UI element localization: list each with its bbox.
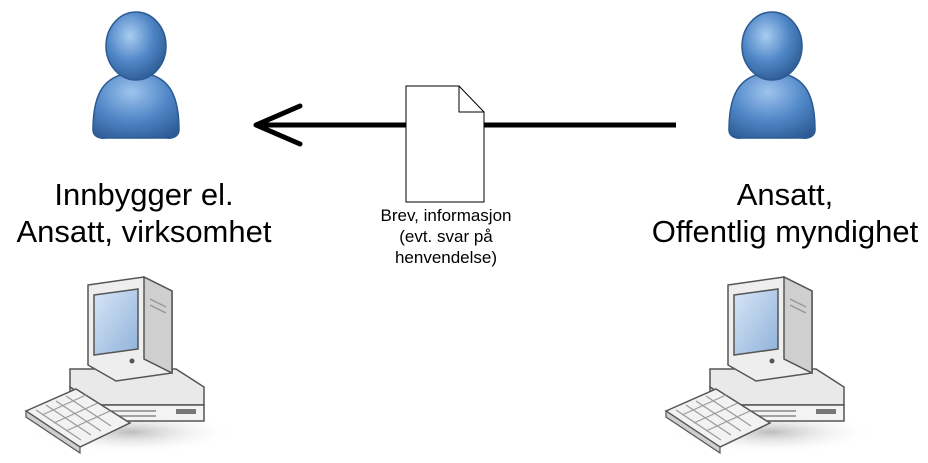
message-line2: (evt. svar på xyxy=(399,227,493,246)
right-actor-line1: Ansatt, xyxy=(736,177,834,212)
message-line1: Brev, informasjon xyxy=(380,206,512,225)
left-actor-line2: Ansatt, virksomhet xyxy=(16,214,272,249)
right-actor-label: Ansatt, Offentlig myndighet xyxy=(642,176,928,250)
computer-icon-right xyxy=(665,276,877,455)
left-actor-line1: Innbygger el. xyxy=(54,177,234,212)
computer-icon-left xyxy=(25,276,237,455)
person-icon-left xyxy=(92,11,180,139)
right-actor-line2: Offentlig myndighet xyxy=(651,214,919,249)
left-actor-label: Innbygger el. Ansatt, virksomhet xyxy=(6,176,282,250)
document-icon xyxy=(405,85,485,203)
message-label: Brev, informasjon (evt. svar på henvende… xyxy=(358,205,534,268)
message-line3: henvendelse) xyxy=(394,248,498,267)
person-icon-right xyxy=(728,11,816,139)
